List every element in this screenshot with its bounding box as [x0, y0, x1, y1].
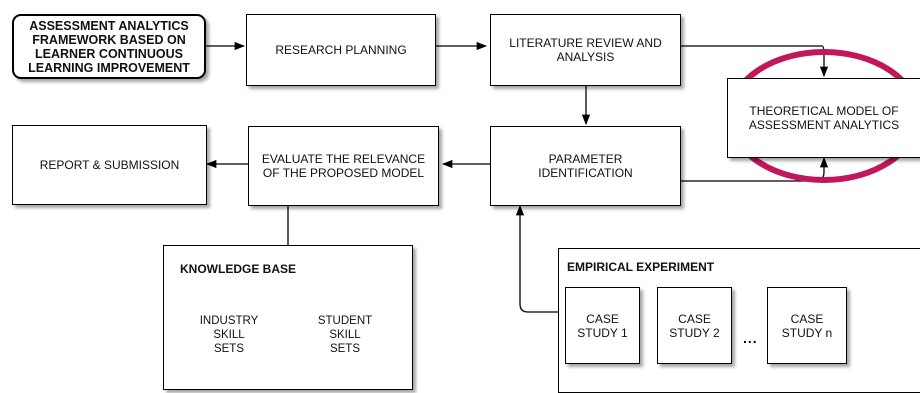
case-study-2-node: CASE STUDY 2 — [657, 287, 732, 364]
report-node: REPORT & SUBMISSION — [12, 125, 207, 205]
framework-node: ASSESSMENT ANALYTICS FRAMEWORK BASED ON … — [12, 14, 206, 79]
case-study-n-node: CASE STUDY n — [767, 287, 847, 364]
ellipsis: ... — [743, 330, 758, 346]
student-skill-label: STUDENT SKILL SETS — [317, 315, 373, 355]
literature-review-node: LITERATURE REVIEW AND ANALYSIS — [490, 14, 681, 86]
empirical-experiment-title: EMPIRICAL EXPERIMENT — [567, 260, 715, 274]
flow-diagram: ASSESSMENT ANALYTICS FRAMEWORK BASED ON … — [12, 14, 920, 393]
research-planning-node: RESEARCH PLANNING — [246, 14, 436, 86]
evaluate-node: EVALUATE THE RELEVANCE OF THE PROPOSED M… — [248, 126, 439, 206]
case-study-1-node: CASE STUDY 1 — [565, 287, 640, 364]
industry-skill-label: INDUSTRY SKILL SETS — [199, 315, 259, 355]
parameter-node: PARAMETER IDENTIFICATION — [490, 126, 681, 206]
arrow-empirical-to-parameter — [515, 204, 558, 313]
knowledge-base-group — [163, 245, 413, 390]
theoretical-model-node: THEORETICAL MODEL OF ASSESSMENT ANALYTIC… — [727, 78, 920, 158]
knowledge-base-title: KNOWLEDGE BASE — [180, 262, 297, 276]
